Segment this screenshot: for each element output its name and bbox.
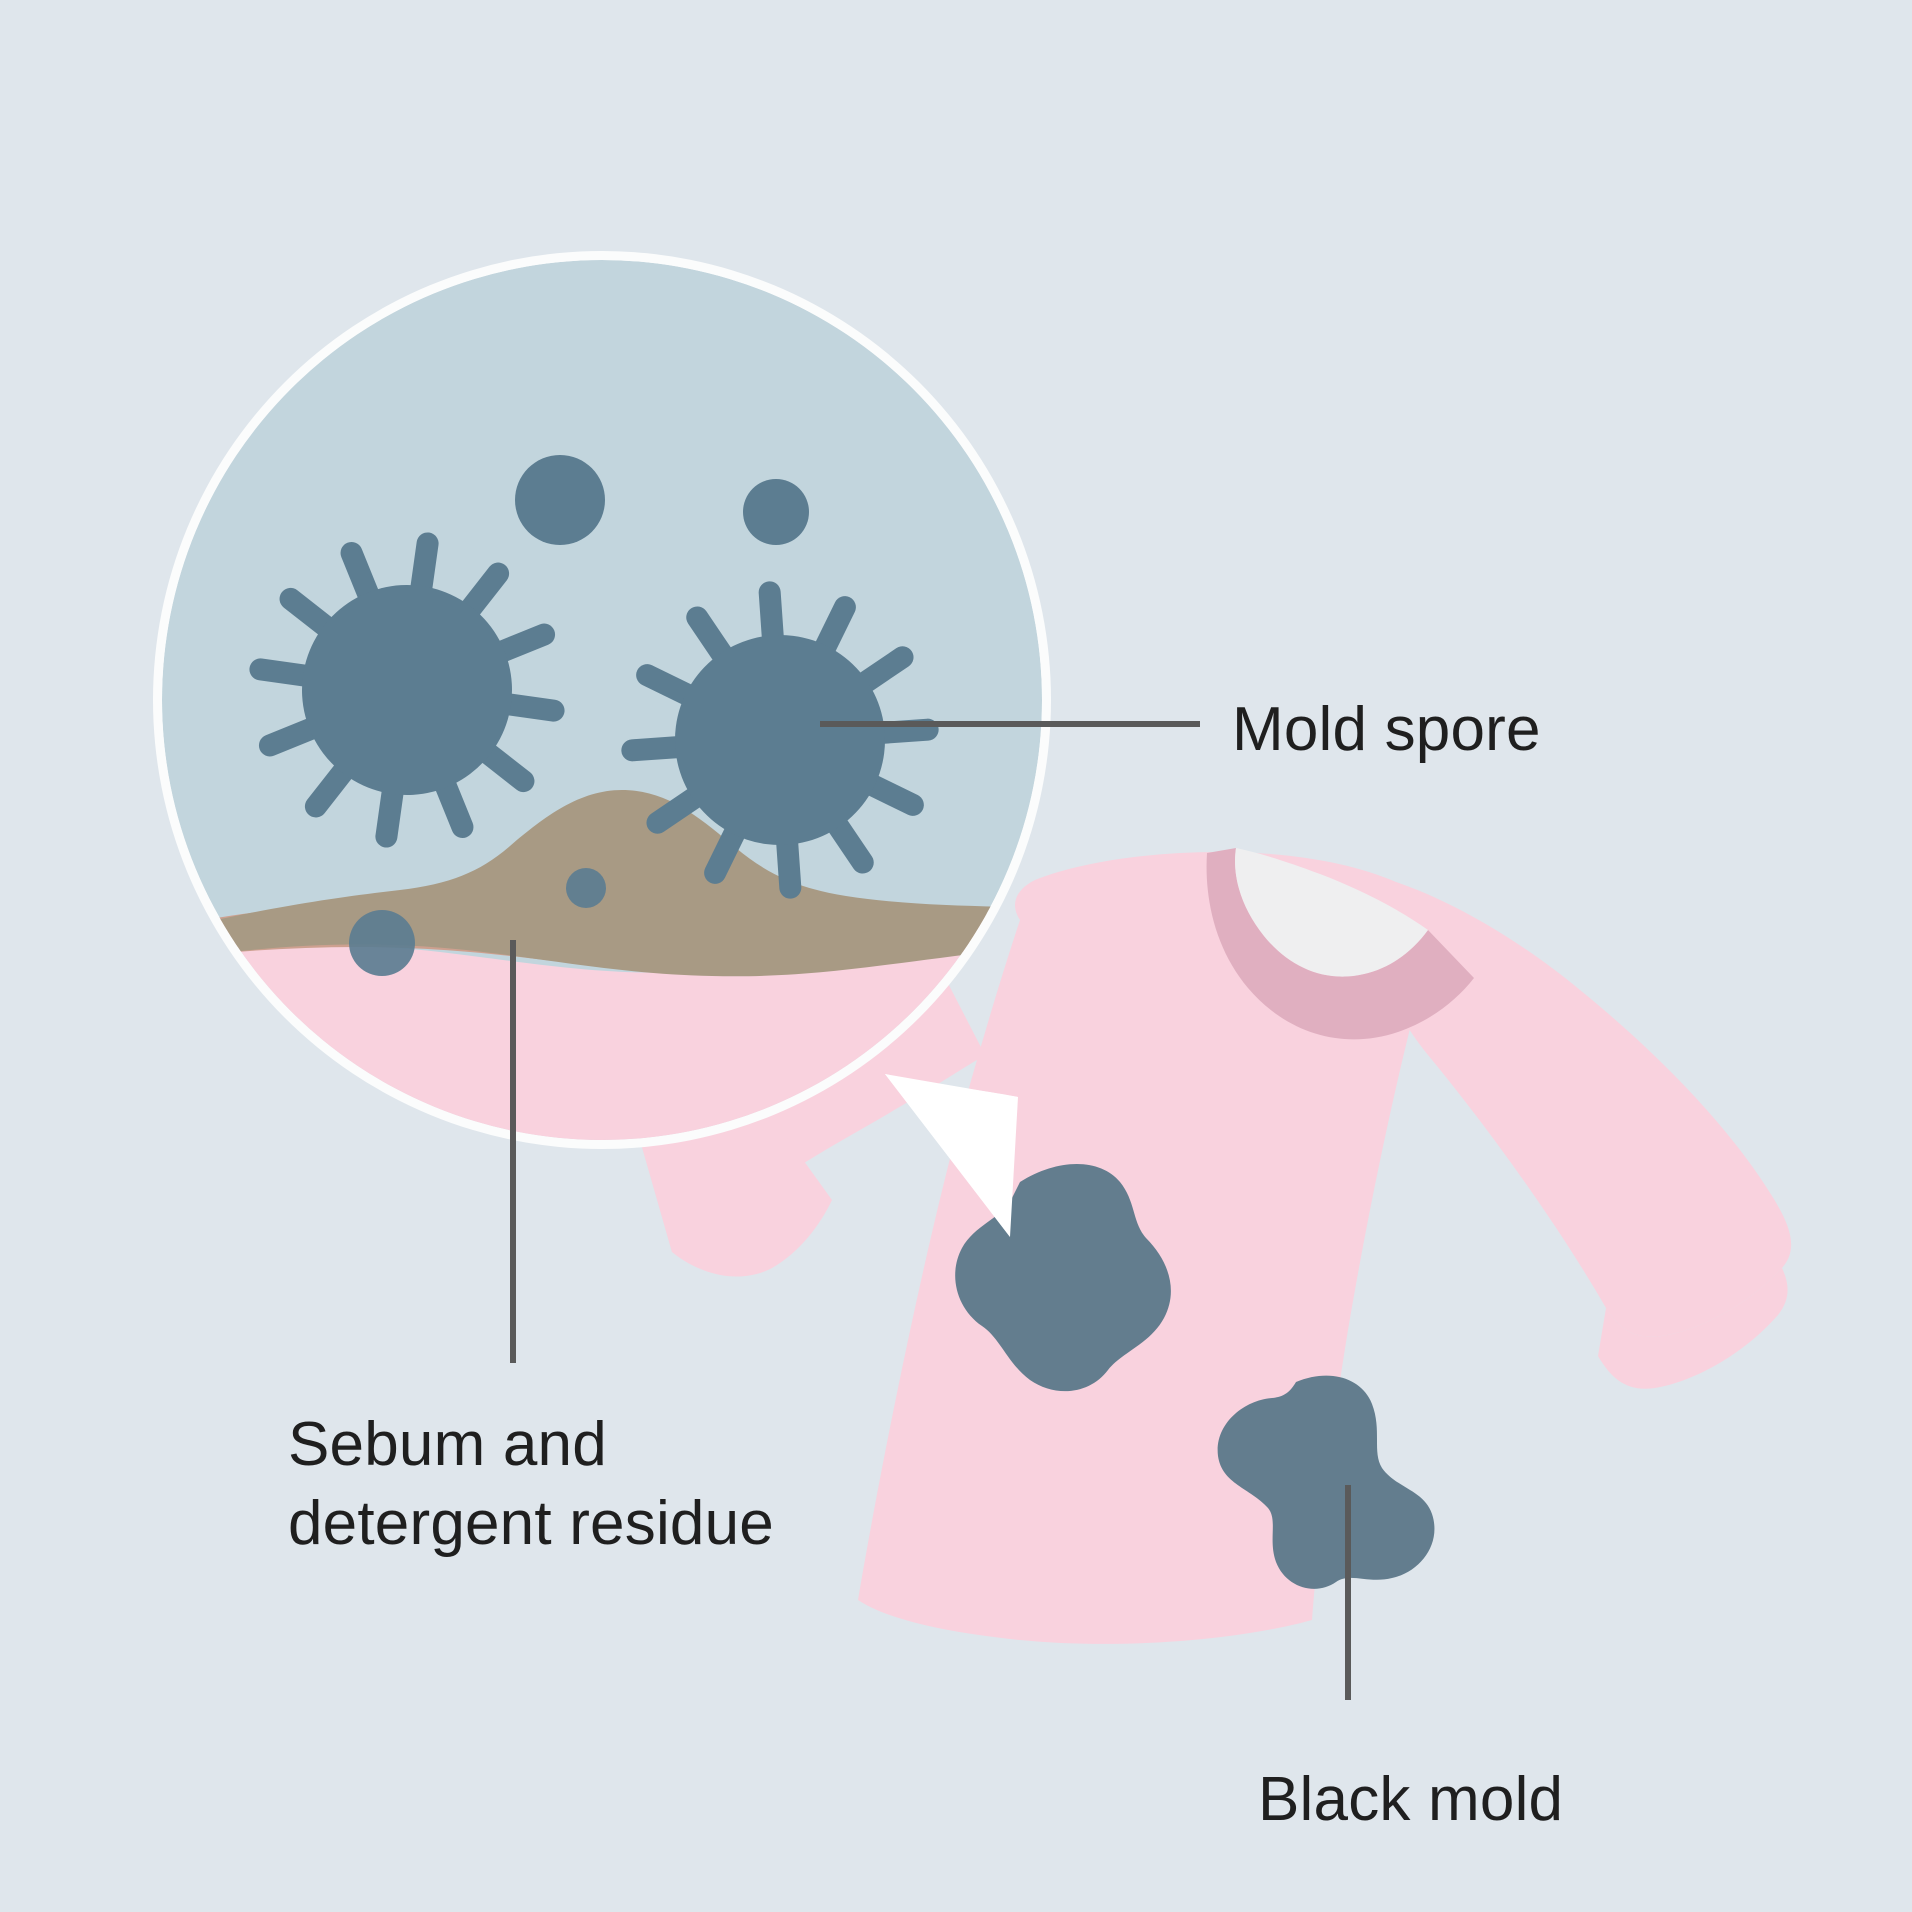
shirt-collar-rim [1206,848,1474,1040]
label-sebum-line-2: detergent residue [288,1489,774,1559]
shirt-collar-inner [1235,848,1428,977]
label-black-mold: Black mold [1258,1765,1564,1834]
label-sebum-and-detergent-residue: Sebum and detergent residue [288,1405,774,1564]
shirt-right-cuff [1598,1268,1788,1389]
mold-stain-lower [1217,1375,1435,1589]
spore-plain-small [743,479,809,545]
spore-on-residue-small [566,868,606,908]
shirt-right-sleeve [1391,882,1792,1337]
spore-plain-large [515,455,605,545]
magnifier-lens [153,251,1051,1149]
label-mold-spore: Mold spore [1232,695,1541,764]
magnifier-pointer-cone-fill [885,1074,1018,1237]
spore-on-residue-large [349,910,415,976]
label-sebum-line-1: Sebum and [288,1410,607,1479]
